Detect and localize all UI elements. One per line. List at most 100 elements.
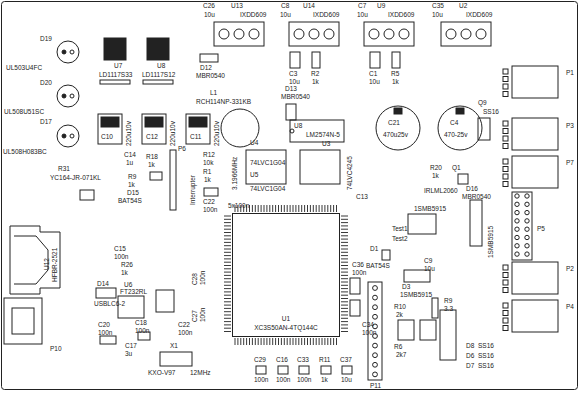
silkscreen-label: 470u25v: [383, 132, 408, 139]
crystal-footprint: [160, 352, 192, 366]
silkscreen-label: D8: [466, 343, 474, 350]
silkscreen-label: C3: [289, 71, 297, 78]
silkscreen-label: L1: [210, 90, 217, 97]
silkscreen-label: 10u: [424, 266, 435, 273]
silkscreen-label: R1: [203, 169, 211, 176]
silkscreen-label: 10u: [357, 12, 368, 19]
silkscreen-label: P3: [566, 123, 574, 130]
part-label: U1: [282, 315, 290, 323]
silkscreen-label: D17: [40, 119, 52, 126]
silkscreen-label: U3: [322, 141, 330, 148]
silkscreen-label: R5: [391, 71, 399, 78]
silkscreen-label: U8: [157, 63, 165, 70]
silkscreen-label: R20: [430, 165, 442, 172]
silkscreen-label: FT232RL: [120, 289, 147, 296]
silkscreen-label: 3.3: [444, 306, 453, 313]
silkscreen-label: SS16: [478, 343, 494, 350]
wire-connectors: [512, 66, 558, 332]
silkscreen-label: C12: [146, 134, 158, 141]
silkscreen-label: D19: [40, 36, 52, 43]
silkscreen-label: KXO-V97: [148, 370, 175, 377]
silkscreen-label: SS16: [478, 353, 494, 360]
silkscreen-label: C36: [352, 262, 364, 269]
silkscreen-label: SS16: [483, 109, 499, 116]
silkscreen-label: 74LVC1G04: [250, 160, 285, 167]
usb-connector: [4, 288, 174, 344]
silkscreen-label: MBR0540: [196, 73, 225, 80]
silkscreen-label: 10u: [280, 12, 291, 19]
silkscreen-label: SS16: [478, 363, 494, 370]
silkscreen-label: 100n: [114, 254, 128, 261]
silkscreen-label: D16: [466, 186, 478, 193]
silkscreen-label: D1: [370, 246, 378, 253]
silkscreen-label: 5x100n: [228, 203, 249, 210]
silkscreen-label: D14: [97, 281, 109, 288]
silkscreen-label: UL508U51SC: [4, 109, 44, 116]
silkscreen-label: U13: [231, 3, 243, 10]
silkscreen-label: HFBR-2521: [52, 248, 59, 282]
silkscreen-label: R9: [128, 174, 136, 181]
silkscreen-label: 3.1966MHz: [232, 157, 239, 190]
silkscreen-label: C9: [424, 258, 432, 265]
silkscreen-label: U12: [44, 258, 51, 270]
silkscreen-label: P5: [537, 226, 545, 233]
silkscreen-label: Q9: [478, 100, 487, 107]
silkscreen-label: R9: [444, 298, 452, 305]
silkscreen-label: IXDD609: [240, 12, 266, 19]
capacitor-footprints: [98, 106, 482, 150]
silkscreen-label: YC164-JR-071KL: [50, 175, 101, 182]
silkscreen-label: C26: [203, 3, 215, 10]
silkscreen-label: BAT54S: [366, 263, 390, 270]
silkscreen-label: D6: [466, 353, 474, 360]
smd-footprints: [80, 52, 490, 210]
silkscreen-label: 1u: [126, 160, 133, 167]
silkscreen-label: C4: [450, 120, 458, 127]
silkscreen-label: C11: [190, 134, 201, 141]
silkscreen-label: R26: [121, 262, 133, 269]
silkscreen-label: 220u10v: [170, 121, 177, 146]
silkscreen-label: C1: [369, 71, 377, 78]
silkscreen-label: C20: [98, 322, 110, 329]
silkscreen-label: 1k: [392, 79, 399, 86]
silkscreen-label: 100n: [276, 377, 290, 384]
silkscreen-label: C10: [101, 134, 113, 141]
part-label: XC3S50AN-4TQ144C: [254, 324, 318, 332]
silkscreen-label: 1k: [121, 270, 128, 277]
silkscreen-label: C28: [192, 273, 199, 285]
silkscreen-label: 74LVC1G04: [250, 186, 285, 193]
silkscreen-label: U14: [303, 3, 315, 10]
silkscreen-label: C8: [281, 3, 289, 10]
silkscreen-label: 220u10v: [214, 121, 221, 146]
silkscreen-label: LM2574N-5: [306, 132, 340, 139]
silkscreen-label: U8: [294, 123, 302, 130]
silkscreen-label: 1SMB5915: [414, 206, 446, 213]
silkscreen-label: 100n: [200, 271, 207, 285]
silkscreen-label: C7: [358, 3, 366, 10]
silkscreen-label: C35: [432, 3, 444, 10]
silkscreen-label: MBR0540: [462, 194, 491, 201]
silkscreen-label: C22: [203, 199, 215, 206]
silkscreen-label: 3u: [125, 351, 132, 358]
silkscreen-label: 1SMB5915: [488, 226, 495, 258]
silkscreen-label: 10u: [432, 12, 443, 19]
silkscreen-label: IRLML2060: [424, 188, 458, 195]
silkscreen-label: 2k7: [396, 352, 406, 359]
silkscreen-label: C27: [192, 310, 199, 322]
silkscreen-label: P7: [566, 160, 574, 167]
silkscreen-label: 1k: [312, 79, 319, 86]
silkscreen-label: X1: [170, 343, 178, 350]
silkscreen-label: C18: [135, 320, 147, 327]
silkscreen-label: Test2: [392, 236, 408, 243]
silkscreen-label: R6: [394, 344, 402, 351]
silkscreen-label: P1: [566, 70, 574, 77]
silkscreen-label: BAT54S: [118, 198, 142, 205]
silkscreen-label: Test1: [392, 226, 408, 233]
silkscreen-label: C13: [356, 194, 368, 201]
silkscreen-label: UL503U4FC: [6, 65, 42, 72]
silkscreen-label: RCH114NP-331KB: [196, 99, 251, 106]
silkscreen-label: 1k: [321, 377, 328, 384]
silkscreen-label: C21: [388, 120, 400, 127]
fibre-receiver: [10, 226, 60, 294]
silkscreen-label: U6: [124, 282, 132, 289]
silkscreen-label: P4: [566, 304, 574, 311]
